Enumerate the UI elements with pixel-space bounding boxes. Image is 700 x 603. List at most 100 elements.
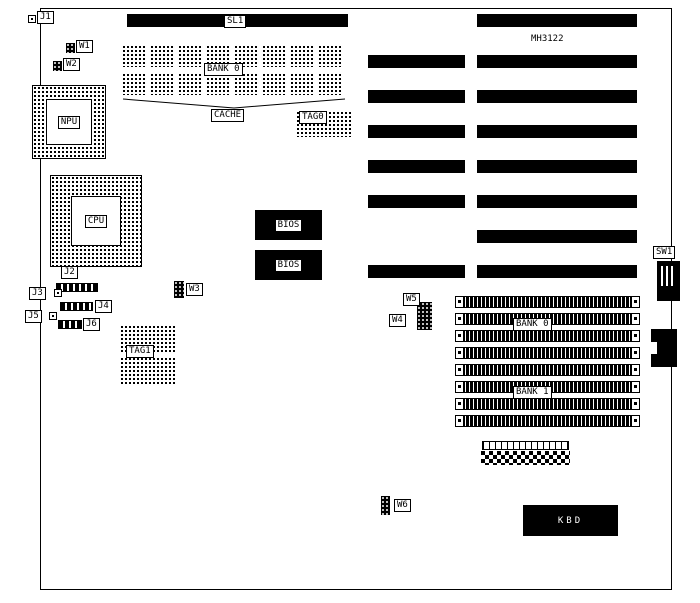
isa-slot-segment-right-7 bbox=[477, 230, 637, 243]
sl1-label: SL1 bbox=[224, 15, 247, 28]
j4-pin-header bbox=[60, 302, 93, 311]
simm-endcap-left bbox=[455, 364, 464, 376]
j5-label: J5 bbox=[25, 310, 42, 323]
simm-endcap-left bbox=[455, 381, 464, 393]
isa-slot-segment-right-4 bbox=[477, 125, 637, 138]
cache-chip bbox=[178, 45, 203, 67]
cpu-label: CPU bbox=[84, 214, 108, 228]
w1-jumper-icon bbox=[66, 43, 75, 53]
simm-socket bbox=[455, 296, 640, 308]
simm-endcap-right bbox=[631, 415, 640, 427]
simm-socket bbox=[455, 347, 640, 359]
cache-chip bbox=[234, 45, 259, 67]
cache-chip bbox=[318, 73, 343, 95]
isa-slot-segment-left-4 bbox=[368, 160, 465, 173]
sw1-label: SW1 bbox=[653, 246, 676, 259]
simm-endcap-left bbox=[455, 330, 464, 342]
simm-endcap-left bbox=[455, 296, 464, 308]
sw1-dip-levers bbox=[661, 266, 676, 286]
isa-slot-segment-right-6 bbox=[477, 195, 637, 208]
w3-label: W3 bbox=[186, 283, 203, 296]
j1-label: J1 bbox=[37, 11, 54, 24]
simm-endcap-right bbox=[631, 330, 640, 342]
isa-slot-segment-right-2 bbox=[477, 55, 637, 68]
cache-chip bbox=[206, 73, 231, 95]
npu-label: NPU bbox=[57, 115, 81, 129]
j2-pin-header bbox=[56, 283, 98, 292]
cache-bank0-label: BANK 0 bbox=[204, 63, 243, 76]
cache-chip bbox=[262, 73, 287, 95]
simm-endcap-right bbox=[631, 296, 640, 308]
w4-w5-jumper-block bbox=[417, 302, 432, 330]
j6-label: J6 bbox=[83, 318, 100, 331]
kbd-label: KBD bbox=[557, 515, 584, 526]
cache-label: CACHE bbox=[211, 109, 245, 122]
simm-pins bbox=[464, 364, 631, 376]
isa-slot-segment-left-1 bbox=[368, 55, 465, 68]
simm-endcap-right bbox=[631, 381, 640, 393]
cache-chip bbox=[122, 73, 147, 95]
din-notch bbox=[651, 342, 657, 354]
simm-pins bbox=[464, 347, 631, 359]
j4-label: J4 bbox=[95, 300, 112, 313]
simm-socket bbox=[455, 364, 640, 376]
tag0-label: TAG0 bbox=[299, 111, 327, 124]
bios-chip-1: BIOS bbox=[255, 210, 322, 240]
bottom-header-ticks bbox=[482, 441, 569, 450]
isa-slot-segment-left-6 bbox=[368, 265, 465, 278]
isa-slot-segment-left-3 bbox=[368, 125, 465, 138]
simm-endcap-left bbox=[455, 415, 464, 427]
cache-chip bbox=[234, 73, 259, 95]
cache-chip bbox=[262, 45, 287, 67]
w5-label: W5 bbox=[403, 293, 420, 306]
simm-socket bbox=[455, 415, 640, 427]
simm-pins bbox=[464, 398, 631, 410]
cache-chip bbox=[318, 45, 343, 67]
w2-jumper-icon bbox=[53, 61, 62, 71]
simm-socket bbox=[455, 398, 640, 410]
simm-endcap-right bbox=[631, 398, 640, 410]
w3-jumper-icon bbox=[174, 281, 184, 298]
simm-endcap-right bbox=[631, 313, 640, 325]
w6-label: W6 bbox=[394, 499, 411, 512]
cache-brace bbox=[122, 98, 346, 109]
npu-core: NPU bbox=[46, 99, 92, 145]
keyboard-din-connector bbox=[651, 329, 677, 367]
j5-connector-icon bbox=[49, 312, 57, 320]
sw1-dip-switch bbox=[657, 261, 680, 301]
simm-endcap-left bbox=[455, 398, 464, 410]
isa-slot-segment-left-5 bbox=[368, 195, 465, 208]
simm-endcap-left bbox=[455, 313, 464, 325]
cache-chip bbox=[206, 45, 231, 67]
j3-label: J3 bbox=[29, 287, 46, 300]
simm-pins bbox=[464, 330, 631, 342]
bios1-label: BIOS bbox=[274, 218, 303, 232]
kbd-controller-chip: KBD bbox=[523, 505, 618, 536]
cache-chip bbox=[290, 73, 315, 95]
cache-chip bbox=[150, 45, 175, 67]
simm-endcap-right bbox=[631, 364, 640, 376]
j2-label: J2 bbox=[61, 266, 78, 279]
w4-label: W4 bbox=[389, 314, 406, 327]
isa-slot-segment-right-3 bbox=[477, 90, 637, 103]
model-text: MH3122 bbox=[531, 34, 564, 44]
tag1-chip-b bbox=[120, 357, 176, 385]
cache-chip bbox=[290, 45, 315, 67]
cache-chip bbox=[178, 73, 203, 95]
isa-slot-segment-right-8 bbox=[477, 265, 637, 278]
cpu-socket: CPU bbox=[50, 175, 142, 267]
j1-connector-icon bbox=[28, 15, 36, 23]
bottom-header-pins bbox=[481, 451, 570, 465]
simm-bank0-label: BANK 0 bbox=[513, 318, 552, 331]
simm-pins bbox=[464, 415, 631, 427]
w6-jumper-icon bbox=[381, 496, 390, 515]
isa-slot-segment-left-2 bbox=[368, 90, 465, 103]
j3-connector-icon bbox=[54, 289, 62, 297]
cache-chip bbox=[150, 73, 175, 95]
w1-label: W1 bbox=[76, 40, 93, 53]
simm-pins bbox=[464, 296, 631, 308]
isa-slot-segment-right-1 bbox=[477, 14, 637, 27]
simm-socket bbox=[455, 330, 640, 342]
cpu-core: CPU bbox=[71, 196, 121, 246]
simm-endcap-left bbox=[455, 347, 464, 359]
